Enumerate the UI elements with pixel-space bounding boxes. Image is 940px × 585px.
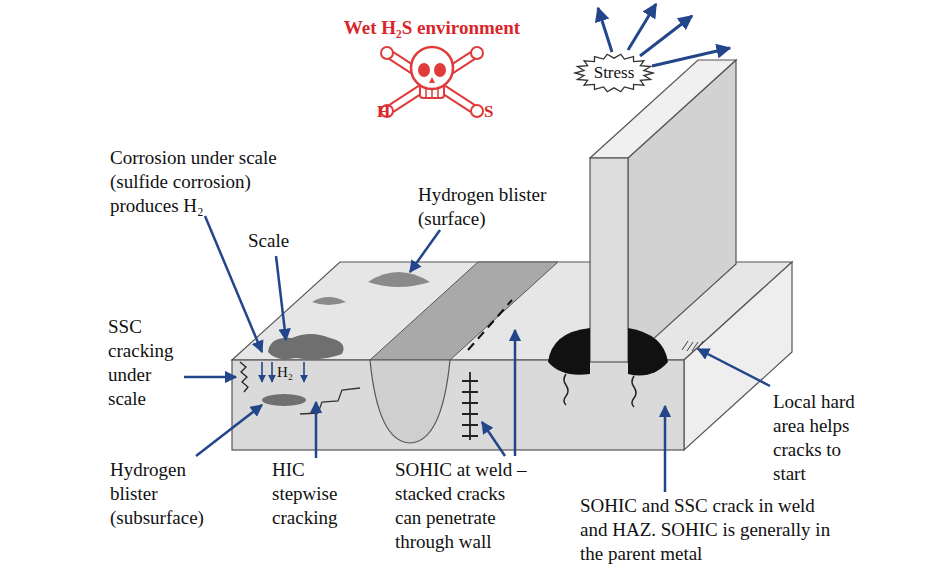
- stress-arrow: [640, 16, 692, 56]
- surface-blister: [368, 272, 430, 287]
- leader-arrow: [664, 406, 667, 492]
- callout-text: Hydrogen blister (surface): [418, 183, 578, 231]
- callout-text: SOHIC and SSC crack in weld and HAZ. SOH…: [580, 494, 835, 566]
- skull-nose: [429, 77, 435, 83]
- element-letter: H: [377, 101, 390, 122]
- stiffener-front: [590, 158, 628, 362]
- fillet-weld: [548, 328, 590, 375]
- plate-front: [232, 360, 684, 450]
- hydrogen-label: H₂: [277, 363, 293, 382]
- skull-eye: [418, 63, 430, 77]
- subsurface-blister: [262, 394, 306, 406]
- callout-text: Corrosion under scale (sulfide corrosion…: [110, 146, 300, 218]
- node-text: Stress: [594, 63, 635, 83]
- leader-arrow: [482, 422, 505, 456]
- leader-arrow: [514, 330, 517, 456]
- leader-arrow: [184, 376, 236, 379]
- diagram-title: Wet H₂S environment: [300, 16, 564, 40]
- leader-arrow: [276, 256, 286, 340]
- callout-text: SSC cracking under scale: [108, 315, 188, 411]
- hydrogen-arrow: [271, 362, 273, 382]
- stress-burst: Stress: [575, 54, 653, 92]
- skull-cranium: [411, 47, 453, 89]
- bone-knob: [471, 47, 483, 59]
- leader-arrow: [196, 405, 262, 456]
- stress-arrow: [598, 8, 612, 52]
- stacked-cracks: [462, 372, 478, 440]
- hydrogen-arrow: [303, 362, 305, 382]
- leader-arrows: [184, 216, 770, 492]
- callout-text: Scale: [248, 229, 289, 253]
- surface-blister: [312, 297, 346, 305]
- leader-arrow: [315, 402, 318, 458]
- weld-section: [370, 360, 450, 443]
- starburst-outline: [575, 54, 653, 91]
- fillet-weld: [628, 328, 668, 376]
- ssc-crack: [240, 362, 248, 392]
- hydrogen-arrow: [261, 362, 263, 382]
- callout-text: Local hard area helps cracks to start: [773, 390, 873, 486]
- hic-crack: [300, 388, 360, 414]
- skull-eye: [434, 63, 446, 77]
- callout-text: HIC stepwise cracking: [272, 458, 362, 530]
- bone-knob: [381, 47, 393, 59]
- skull-teeth: [426, 88, 438, 97]
- leader-arrow: [698, 349, 770, 386]
- stiffener-top: [590, 60, 736, 158]
- hydrogen-arrows: [262, 362, 304, 382]
- sohic-trace: [468, 300, 512, 350]
- weld-crack: [564, 374, 568, 405]
- bone-knob: [471, 105, 483, 117]
- stiffener-plate: [590, 60, 736, 362]
- stress-arrow: [628, 4, 656, 50]
- callout-text: SOHIC at weld – stacked cracks can penet…: [395, 458, 531, 554]
- element-letter: S: [484, 101, 493, 122]
- weld-crack: [632, 376, 636, 407]
- callout-text: Hydrogen blister (subsurface): [110, 458, 230, 530]
- scale-deposit: [268, 334, 344, 359]
- skull-crossbones: [381, 47, 483, 117]
- leader-arrow: [410, 230, 440, 272]
